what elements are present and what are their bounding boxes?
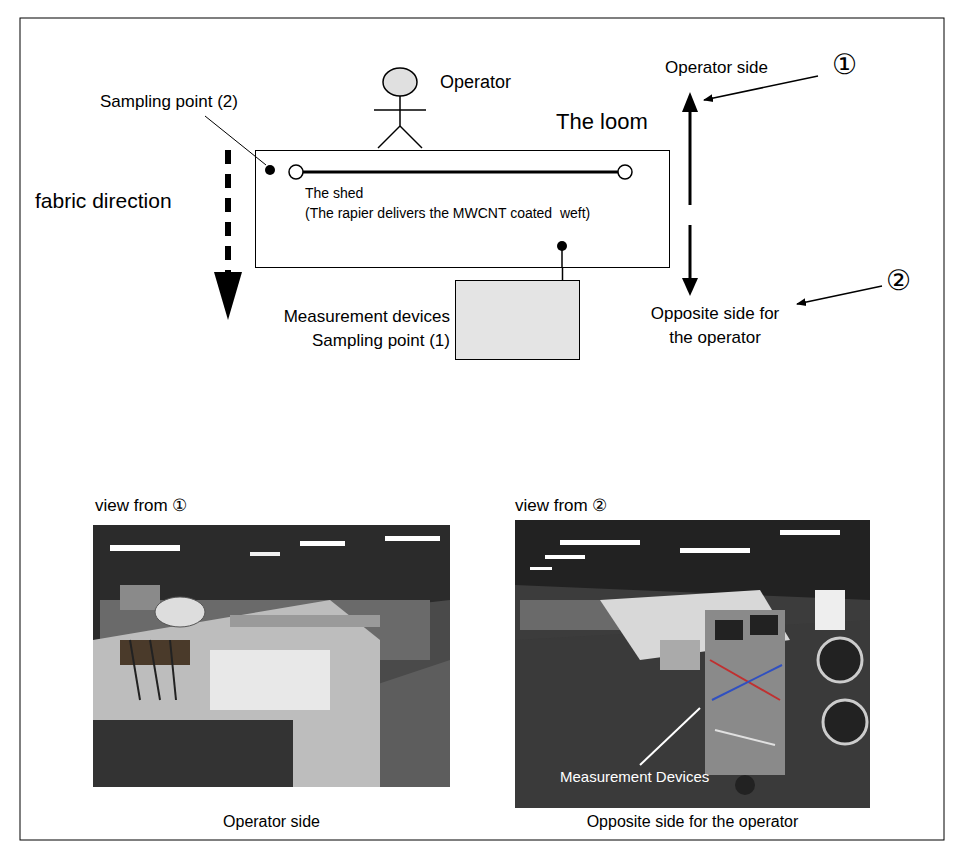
photo-operator-side-part: [93, 720, 293, 787]
photo-opposite-side-part: [560, 540, 640, 545]
photo-operator-side-part: [130, 640, 140, 700]
opposite-side-arrow-part: [682, 278, 698, 296]
loom-title: The loom: [556, 109, 648, 135]
photo-caption: Operator side: [93, 812, 450, 831]
photo-callout: Measurement Devices: [560, 768, 709, 786]
measurement-box: Measurement devicesSampling point (1): [455, 280, 580, 360]
photo-operator-side-part: [120, 585, 160, 610]
photo-operator-side-part: [230, 615, 380, 627]
photo-opposite-side-part: [515, 520, 870, 600]
photo-caption: Opposite side for the operator: [515, 812, 870, 831]
sampling-label: Sampling point (1): [312, 331, 450, 351]
photo-opposite-side: [515, 520, 870, 808]
side-label: Opposite side for the operator: [640, 302, 790, 350]
sampling-label: Sampling point (2): [100, 92, 238, 112]
photo-opposite-side-part: [735, 775, 755, 795]
photo-operator-side-part: [385, 536, 440, 541]
sampling-point-2-part: [205, 116, 266, 165]
photo-operator-side-part: [93, 600, 380, 787]
fabric-direction-arrow-part: [225, 150, 231, 272]
photo-opposite-side-part: [515, 520, 870, 808]
photo-opposite-side-part: [545, 555, 585, 559]
photo-opposite-side-part: [715, 730, 775, 745]
photo-operator-side-part: [250, 552, 280, 556]
photo-opposite-side-part: [660, 640, 700, 670]
photo-opposite-side-part: [515, 620, 870, 808]
photo-operator-side: [93, 525, 450, 787]
photo-opposite-side-part: [715, 620, 743, 640]
device-label: Measurement devices: [284, 307, 450, 327]
operator-figure: [374, 68, 426, 148]
photo-operator-side-part: [170, 640, 176, 700]
operator-side-arrow-part: [689, 110, 692, 205]
fabric-direction-arrow-part: [214, 272, 242, 320]
operator-figure-part: [378, 126, 400, 148]
side-label: Operator side: [665, 58, 768, 78]
photo-opposite-side-part: [530, 567, 552, 570]
photo-opposite-side-part: [712, 665, 782, 700]
sampling-point-2: [205, 116, 275, 175]
shed-line-part: [289, 165, 303, 179]
photo-opposite-side-part: [680, 548, 750, 553]
operator-label: Operator: [440, 72, 511, 94]
photo-opposite-side-part: [815, 590, 845, 630]
view-arrow-2: [797, 286, 882, 304]
photo-operator-side-part: [210, 650, 330, 710]
shed-note: (The rapier delivers the MWCNT coated we…: [305, 205, 590, 222]
operator-figure-part: [400, 126, 422, 148]
photo-opposite-side-part: [823, 700, 867, 744]
photo-opposite-side-part: [710, 660, 780, 700]
opposite-side-arrow-part: [689, 225, 692, 280]
sampling-point-1-part: [561, 246, 563, 268]
photo-operator-side-part: [155, 597, 205, 627]
callout-number: ①: [832, 48, 857, 82]
opposite-side-arrow: [682, 225, 698, 296]
photo-operator-side-part: [300, 541, 345, 546]
shed-line-part: [618, 165, 632, 179]
sampling-connector: [562, 268, 564, 280]
shed-line-part: [303, 171, 618, 174]
photo-operator-side-part: [110, 545, 180, 551]
direction-label: fabric direction: [35, 188, 172, 213]
photo-operator-side-part: [150, 640, 160, 700]
sampling-point-2-part: [265, 165, 275, 175]
photo-opposite-side-part: [818, 638, 862, 682]
photo-opposite-side-part: [705, 610, 785, 775]
photo-operator-side-part: [93, 525, 450, 787]
view-arrow-1: [704, 76, 818, 100]
view-label: view from ②: [515, 496, 607, 516]
view-label: view from ①: [95, 496, 187, 516]
fabric-direction-arrow: [214, 150, 242, 320]
photo-opposite-side-part: [640, 708, 700, 765]
photo-opposite-side-part: [750, 615, 778, 635]
operator-figure-part: [399, 96, 401, 126]
operator-side-arrow-part: [682, 92, 698, 112]
photo-opposite-side-part: [780, 530, 840, 535]
callout-number: ②: [886, 264, 911, 298]
operator-figure-part: [383, 68, 417, 96]
operator-figure-part: [374, 109, 426, 111]
shed-label: The shed: [305, 185, 363, 202]
outer-frame: [20, 18, 944, 840]
shed-line: [289, 165, 632, 179]
operator-side-arrow: [682, 92, 698, 205]
